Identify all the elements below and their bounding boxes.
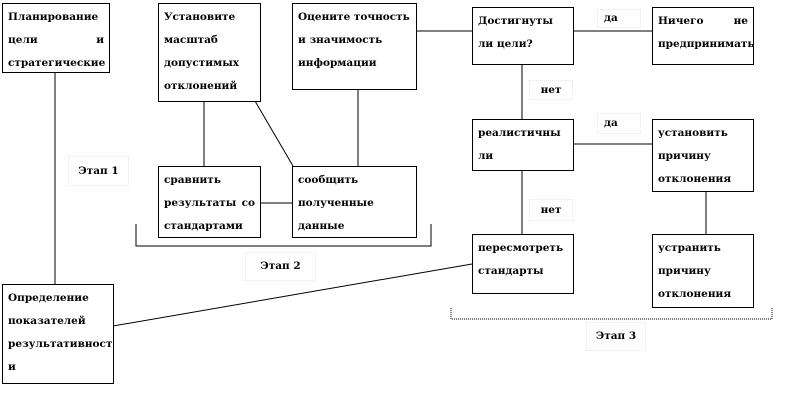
box-set-scale-line: Установите xyxy=(164,11,236,23)
box-indicators-line: показателей xyxy=(8,315,86,327)
box-compare-line: сравнить xyxy=(164,174,221,186)
label-stage-2: Этап 2 xyxy=(245,252,316,281)
box-goals-achieved-line: Достигнуты xyxy=(478,15,553,27)
box-find-cause-line: причину xyxy=(658,150,711,162)
label-no-realistic: нет xyxy=(529,199,573,221)
box-realistic-line: реалистичны xyxy=(478,127,561,139)
box-indicators: Определение показателей результативност … xyxy=(2,284,114,384)
box-revise-line: стандарты xyxy=(478,265,544,277)
box-compare-line: результаты со xyxy=(164,197,255,209)
box-planning-line: стратегические xyxy=(8,57,106,69)
label-yes-goals: да xyxy=(597,9,641,28)
box-do-nothing: Ничего не предпринимать xyxy=(652,7,754,65)
box-find-cause: установить причину отклонения xyxy=(652,119,754,192)
box-assess-line: Оцените точность xyxy=(298,11,410,23)
box-report-line: полученные xyxy=(298,197,374,209)
box-do-nothing-line: предпринимать xyxy=(658,38,754,50)
box-indicators-line: результативност xyxy=(8,338,113,350)
box-revise-line: пересмотреть xyxy=(478,242,564,254)
box-do-nothing-line: Ничего не xyxy=(658,15,748,27)
box-indicators-line: и xyxy=(8,361,16,373)
stage3-bracket xyxy=(450,308,773,320)
box-report-line: данные xyxy=(298,220,345,232)
box-revise: пересмотреть стандарты xyxy=(472,234,574,294)
box-report-line: сообщить xyxy=(298,174,359,186)
box-find-cause-line: установить xyxy=(658,127,728,139)
box-assess: Оцените точность и значимость информации xyxy=(292,3,417,90)
label-stage-3: Этап 3 xyxy=(586,322,646,351)
box-planning: Планирование цели и стратегические xyxy=(2,3,110,73)
box-report: сообщить полученные данные xyxy=(292,166,417,238)
label-stage-1: Этап 1 xyxy=(68,156,129,186)
box-assess-line: и значимость xyxy=(298,34,383,46)
box-compare-line: стандартами xyxy=(164,220,243,232)
box-set-scale: Установите масштаб допустимых отклонений xyxy=(158,3,261,102)
box-set-scale-line: допустимых xyxy=(164,57,240,69)
box-planning-line: цели и xyxy=(8,34,104,46)
connector-revise-indicators xyxy=(112,263,473,327)
box-indicators-line: Определение xyxy=(8,292,89,304)
box-realistic-line: ли стандарты? xyxy=(478,150,494,162)
box-eliminate: устранить причину отклонения xyxy=(652,234,754,308)
label-no-goals: нет xyxy=(529,80,573,100)
stage2-bracket xyxy=(135,224,432,247)
box-realistic: реалистичны ли стандарты? xyxy=(472,119,574,171)
box-eliminate-line: устранить xyxy=(658,242,721,254)
box-set-scale-line: масштаб xyxy=(164,34,218,46)
box-set-scale-line: отклонений xyxy=(164,80,238,92)
box-assess-line: информации xyxy=(298,57,377,69)
connector-scale-report xyxy=(254,100,294,167)
box-eliminate-line: причину xyxy=(658,265,711,277)
box-planning-line: Планирование xyxy=(8,11,99,23)
box-goals-achieved-line: ли цели? xyxy=(478,38,533,50)
box-compare: сравнить результаты со стандартами xyxy=(158,166,261,238)
box-find-cause-line: отклонения xyxy=(658,173,732,185)
box-goals-achieved: Достигнуты ли цели? xyxy=(472,7,574,65)
box-eliminate-line: отклонения xyxy=(658,288,732,300)
label-yes-realistic: да xyxy=(597,113,641,134)
